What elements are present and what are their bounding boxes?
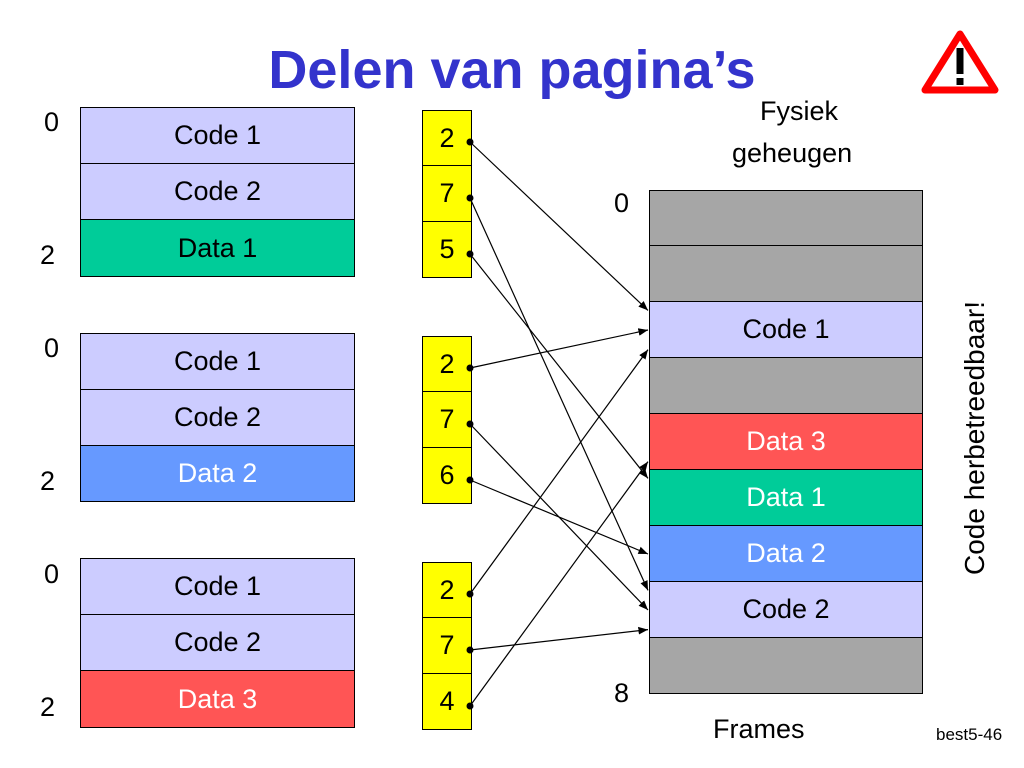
process-1-page-table-entry: 2 [422, 110, 472, 166]
slide-title: Delen van pagina’s [268, 40, 756, 100]
process-2-page-table-entry: 6 [422, 448, 472, 504]
physical-memory-label-line2: geheugen [732, 138, 853, 168]
mapping-arrow [469, 328, 649, 369]
process-1-page-code-1: Code 1 [80, 107, 355, 164]
frame-1 [649, 246, 923, 302]
mapping-arrow [469, 479, 649, 555]
process-2-end-label: 2 [40, 466, 56, 496]
mapping-arrow [469, 626, 649, 651]
frame-7-code-2: Code 2 [649, 582, 923, 638]
physical-memory-label-line1: Fysiek [760, 96, 839, 126]
frame-0 [649, 190, 923, 246]
process-2-page-data-2: Data 2 [80, 446, 355, 502]
process-2-page-code-1: Code 1 [80, 333, 355, 390]
process-1-page-data-1: Data 1 [80, 220, 355, 277]
process-3-start-label: 0 [44, 559, 60, 589]
process-2-start-label: 0 [44, 333, 60, 363]
mapping-arrow [469, 349, 649, 595]
mapping-arrow [469, 197, 649, 591]
frame-6-data-2: Data 2 [649, 526, 923, 582]
process-3-page-data-3: Data 3 [80, 671, 355, 728]
slide-id: best5-46 [936, 725, 1003, 744]
process-1-page-code-2: Code 2 [80, 164, 355, 220]
mapping-arrow [469, 253, 649, 479]
process-3-page-code-2: Code 2 [80, 615, 355, 671]
process-2-page-code-2: Code 2 [80, 390, 355, 446]
process-1-start-label: 0 [44, 107, 60, 137]
process-3-page-code-1: Code 1 [80, 558, 355, 615]
process-1-page-table-entry: 5 [422, 222, 472, 278]
process-3-end-label: 2 [40, 692, 56, 722]
warning-triangle-icon [921, 30, 999, 94]
process-3-page-table-entry: 4 [422, 674, 472, 730]
process-2-page-table-entry: 7 [422, 392, 472, 448]
physical-memory-end-label: 8 [614, 678, 630, 708]
process-3-page-table-entry: 2 [422, 562, 472, 618]
frame-2-code-1: Code 1 [649, 302, 923, 358]
process-1-end-label: 2 [40, 240, 56, 270]
mapping-arrow [469, 461, 649, 707]
process-2-page-table-entry: 2 [422, 336, 472, 392]
frame-3 [649, 358, 923, 414]
physical-memory-start-label: 0 [614, 188, 630, 218]
frame-4-data-3: Data 3 [649, 414, 923, 470]
mapping-arrow [469, 141, 649, 311]
frames-label: Frames [713, 714, 805, 744]
process-3-page-table-entry: 7 [422, 618, 472, 674]
frame-5-data-1: Data 1 [649, 470, 923, 526]
frame-8 [649, 638, 923, 694]
process-1-page-table-entry: 7 [422, 166, 472, 222]
